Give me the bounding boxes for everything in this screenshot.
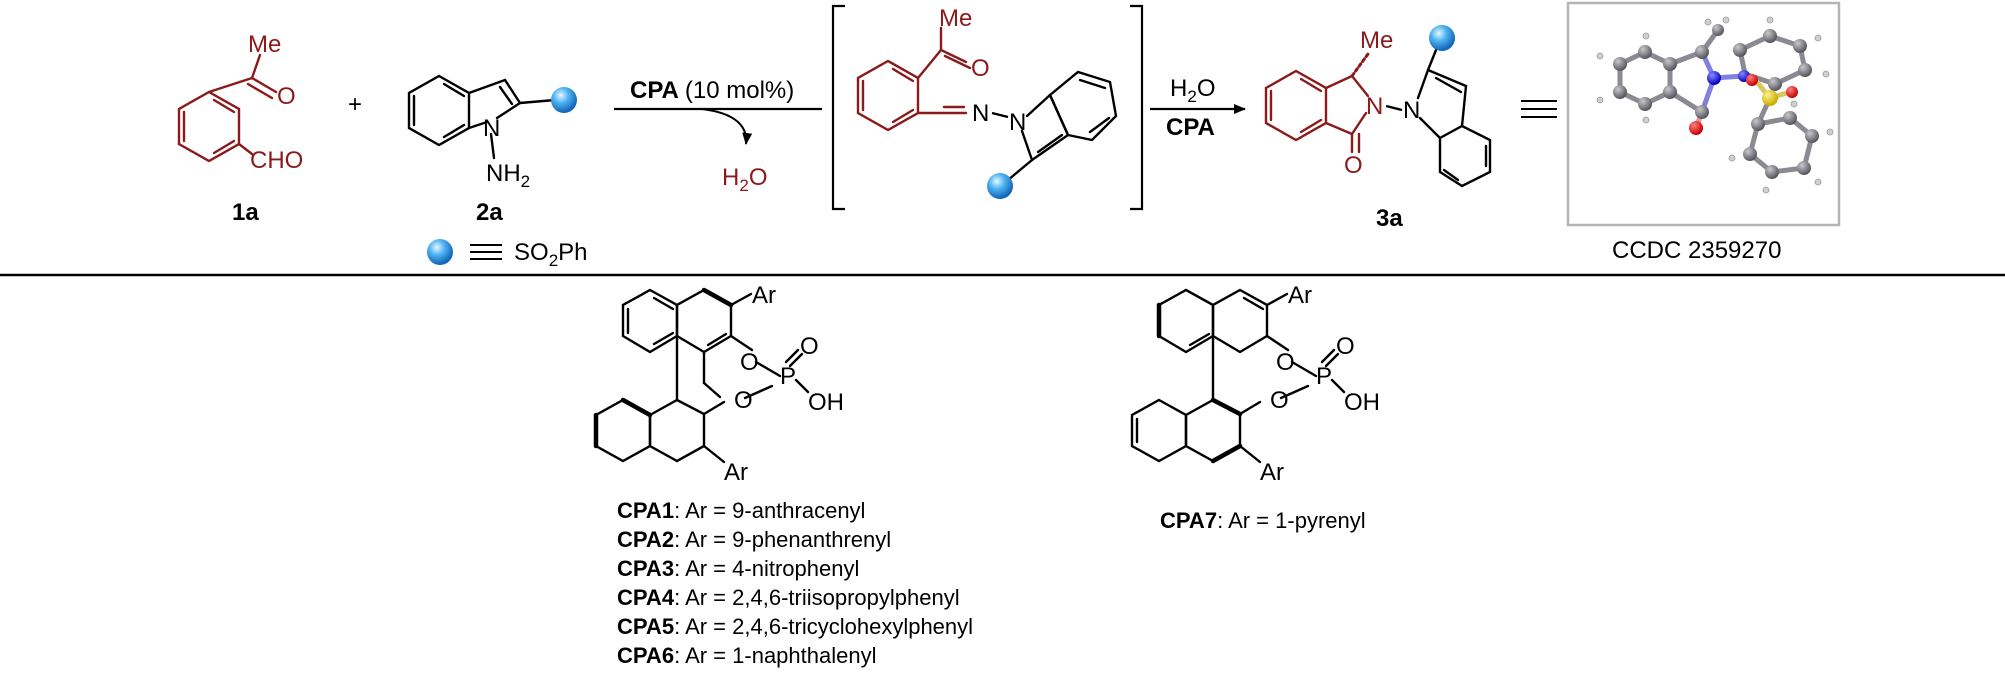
cpa-right-ar-bottom: Ar (1260, 459, 1284, 486)
cpa-row: CPA5: Ar = 2,4,6-tricyclohexylphenyl (617, 612, 973, 641)
amine-text: NH (486, 160, 521, 187)
legend-group-label: SO2Ph (514, 239, 588, 270)
cpa-left-o1: O (740, 349, 759, 376)
cpa-list-right: CPA7: Ar = 1-pyrenyl (1160, 506, 1366, 535)
indole-nitrogen-label: N (483, 115, 500, 142)
cpa-right-ar-top: Ar (1288, 282, 1312, 309)
cpa-left-p: P (780, 363, 796, 390)
water-post: O (749, 164, 768, 191)
cpa-name: CPA4 (617, 585, 675, 610)
cpa-right-o1: O (1276, 349, 1295, 376)
cpa-name: CPA7 (1160, 508, 1218, 533)
cpa-list-left: CPA1: Ar = 9-anthracenyl CPA2: Ar = 9-ph… (617, 496, 973, 670)
step1-conditions: CPA(10 mol%) (630, 77, 794, 104)
compound-2a: N NH2 2a (407, 74, 577, 226)
cpa-left-o-double: O (800, 333, 819, 360)
cpa-structure-left: Ar O P O OH O Ar (593, 282, 844, 486)
cpa-row: CPA7: Ar = 1-pyrenyl (1160, 506, 1366, 535)
step2-arrow: H2O CPA (1150, 75, 1246, 141)
cpa-name: CPA6 (617, 643, 675, 668)
amine-subscript: 2 (521, 172, 530, 191)
legend-group-sub: 2 (549, 251, 558, 270)
step1-catalyst: CPA (630, 77, 679, 104)
cpa-structure-right: Ar O P O OH O Ar (1130, 282, 1380, 486)
byproduct-curved-arrow (701, 108, 753, 145)
compound-3a-label: 3a (1376, 205, 1403, 232)
legend-equiv-symbol-lines (470, 244, 502, 260)
product-carbonyl-oxygen-label: O (1344, 152, 1363, 179)
cpa-left-oh: OH (808, 389, 844, 416)
product-ball-icon (1429, 25, 1455, 51)
intermediate-ball-icon (987, 173, 1013, 199)
product-methyl-label: Me (1360, 27, 1393, 54)
ccdc-number: CCDC 2359270 (1612, 237, 1781, 264)
cpa-right-o-double: O (1336, 333, 1355, 360)
cpa-desc: : Ar = 1-naphthalenyl (674, 643, 877, 668)
carbonyl-oxygen-label: O (277, 83, 296, 110)
cpa-right-p: P (1316, 363, 1332, 390)
imine-nitrogen-label: N (972, 100, 989, 127)
compound-2a-label: 2a (476, 199, 503, 226)
intermediate-methyl-label: Me (939, 5, 972, 32)
cpa-desc: : Ar = 9-anthracenyl (674, 498, 866, 523)
sulfonyl-ball-icon (551, 87, 577, 113)
methyl-label: Me (248, 31, 281, 58)
cpa-row: CPA2: Ar = 9-phenanthrenyl (617, 525, 973, 554)
compound-3a: Me N O N 3a (1264, 25, 1492, 232)
equivalence-symbol (1521, 100, 1557, 118)
step2-water-sub: 2 (1187, 87, 1196, 106)
step2-water-post: O (1197, 75, 1216, 102)
compound-1a-label: 1a (232, 199, 259, 226)
step1-byproduct: H2O (722, 164, 767, 195)
cpa-desc: : Ar = 4-nitrophenyl (674, 556, 860, 581)
cpa-left-o2: O (734, 387, 753, 414)
plus-sign: + (348, 91, 362, 118)
step2-reagent: H2O (1170, 75, 1215, 106)
legend-group-pre: SO (514, 239, 549, 266)
cpa-desc: : Ar = 2,4,6-triisopropylphenyl (674, 585, 960, 610)
step2-catalyst: CPA (1166, 114, 1215, 141)
intermediate-brackets (831, 4, 1144, 211)
compound-1a: Me O CHO 1a (177, 31, 303, 226)
amine-label: NH2 (486, 160, 530, 191)
sulfonyl-legend: SO2Ph (427, 239, 588, 270)
step1-loading: (10 mol%) (685, 77, 794, 104)
cpa-name: CPA5 (617, 614, 675, 639)
cpa-row: CPA1: Ar = 9-anthracenyl (617, 496, 973, 525)
xray-structure-image: CCDC 2359270 (1566, 1, 1841, 264)
water-pre: H (722, 164, 739, 191)
step1-arrow: CPA(10 mol%) H2O (614, 77, 822, 195)
product-lactam-nitrogen-label: N (1366, 93, 1383, 120)
cpa-right-oh: OH (1344, 389, 1380, 416)
cpa-left-ar-bottom: Ar (724, 459, 748, 486)
cpa-row: CPA6: Ar = 1-naphthalenyl (617, 641, 973, 670)
cpa-name: CPA1 (617, 498, 675, 523)
cpa-left-ar-top: Ar (752, 282, 776, 309)
intermediate-indole-nitrogen-label: N (1009, 109, 1026, 136)
cpa-name: CPA3 (617, 556, 675, 581)
intermediate-oxygen-label: O (971, 55, 990, 82)
cpa-name: CPA2 (617, 527, 675, 552)
cpa-desc: : Ar = 9-phenanthrenyl (674, 527, 892, 552)
cpa-row: CPA4: Ar = 2,4,6-triisopropylphenyl (617, 583, 973, 612)
product-indole-nitrogen-label: N (1403, 97, 1420, 124)
step2-water-pre: H (1170, 75, 1187, 102)
aldehyde-label: CHO (250, 147, 303, 174)
water-sub: 2 (739, 176, 748, 195)
imine-intermediate: Me O N N (831, 4, 1144, 211)
cpa-desc: : Ar = 1-pyrenyl (1217, 508, 1366, 533)
cpa-desc: : Ar = 2,4,6-tricyclohexylphenyl (674, 614, 974, 639)
legend-group-post: Ph (558, 239, 587, 266)
legend-ball-icon (427, 239, 453, 265)
cpa-row: CPA3: Ar = 4-nitrophenyl (617, 554, 973, 583)
cpa-right-o2: O (1270, 387, 1289, 414)
